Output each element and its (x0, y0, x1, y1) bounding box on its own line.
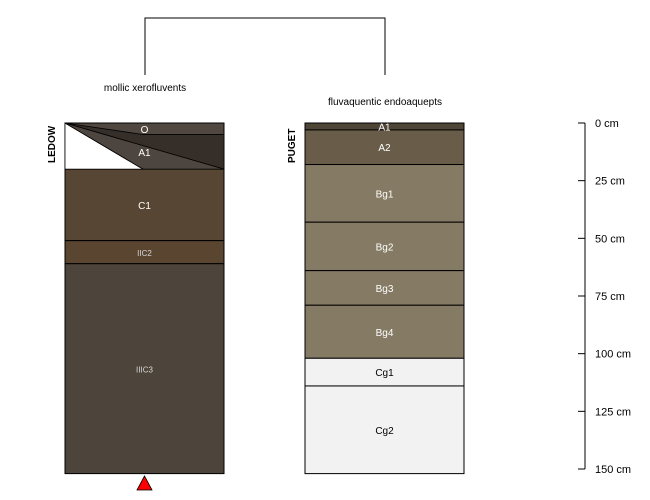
profile-id-label: PUGET (287, 129, 298, 163)
horizon-iiic3 (64, 263, 225, 475)
depth-tick-label: 50 cm (595, 233, 625, 245)
horizon-label: Cg2 (375, 426, 394, 437)
dendrogram-label-left: mollic xerofluvents (104, 83, 186, 94)
horizon-label: A2 (378, 143, 391, 154)
horizon-label: Bg1 (376, 189, 394, 200)
horizon-label: IIIC3 (136, 366, 153, 375)
boundary-wedge-mid (64, 122, 225, 170)
depth-tick-label: 125 cm (595, 406, 631, 418)
profile-id-label: LEDOW (47, 125, 58, 163)
depth-tick-label: 150 cm (595, 464, 631, 476)
depth-tick-label: 100 cm (595, 349, 631, 361)
depth-tick-label: 75 cm (595, 291, 625, 303)
horizon-cg2 (304, 385, 465, 475)
dendrogram: mollic xerofluvents fluvaquentic endoaqu… (104, 17, 442, 108)
horizon-bg2 (304, 221, 465, 272)
horizon-label: Bg3 (376, 284, 394, 295)
horizon-label: Bg4 (376, 328, 394, 339)
horizon-bg1 (304, 164, 465, 223)
dendrogram-label-right: fluvaquentic endoaquepts (328, 97, 442, 108)
horizon-label: A1 (378, 122, 391, 133)
horizon-label: C1 (138, 201, 151, 212)
horizon-label: O (141, 125, 149, 136)
depth-tick-label: 0 cm (595, 118, 619, 130)
horizon-bg4 (304, 304, 465, 359)
horizon-label: Bg2 (376, 242, 394, 253)
horizon-label: A1 (138, 148, 151, 159)
depth-axis: 0 cm 25 cm 50 cm 75 cm 100 cm 125 cm 150 cm (578, 118, 631, 476)
horizon-label: IIC2 (137, 249, 152, 258)
red-triangle-marker (136, 475, 153, 491)
horizon-bg3 (304, 270, 465, 306)
depth-tick-label: 25 cm (595, 176, 625, 188)
horizon-label: Cg1 (375, 368, 394, 379)
dendrogram-branch (144, 17, 386, 75)
